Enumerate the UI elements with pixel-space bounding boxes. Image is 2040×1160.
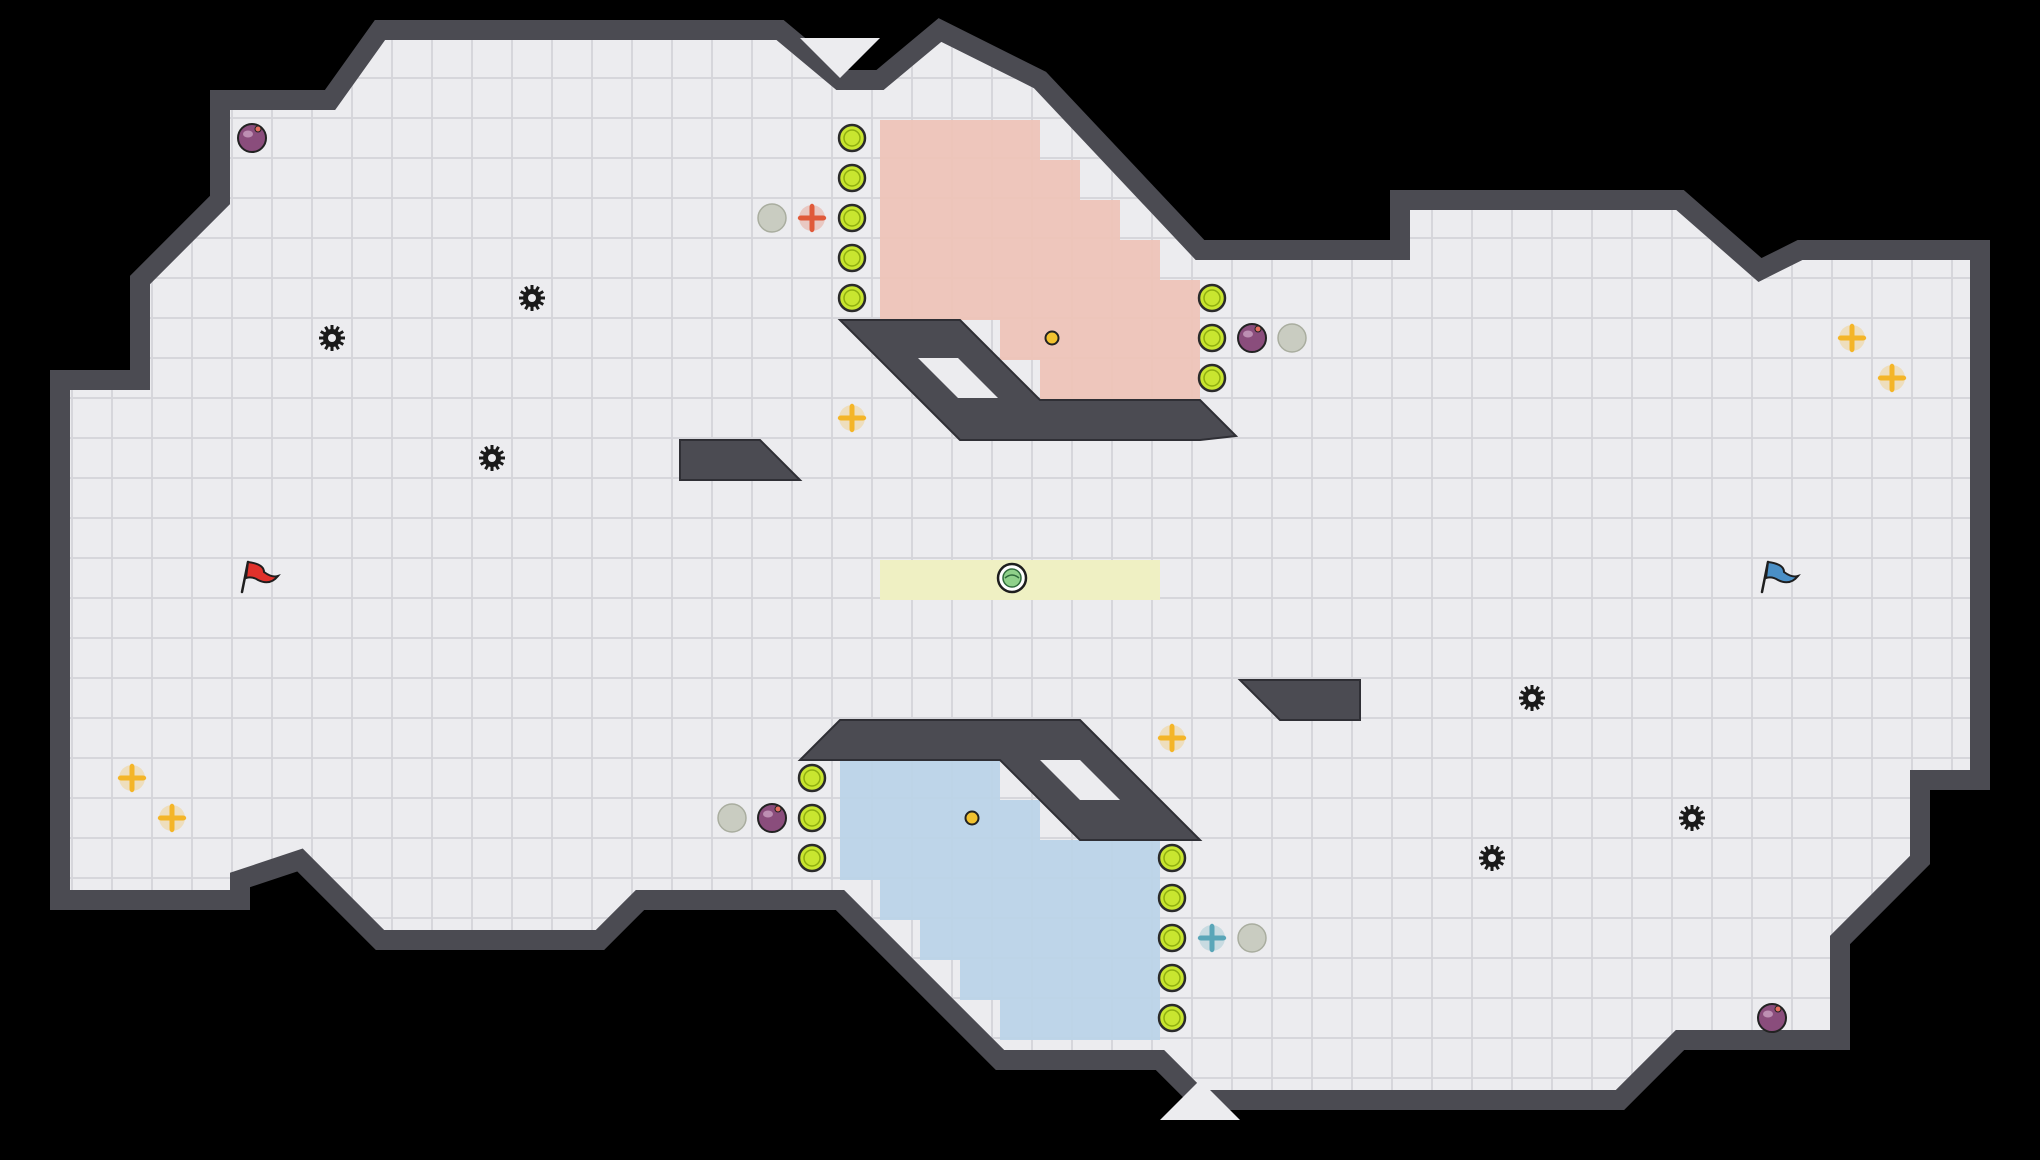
red-team-zone: [880, 120, 1200, 400]
gate-orb: [1157, 843, 1187, 873]
walls: [50, 18, 1990, 1120]
gate-orb: [797, 843, 827, 873]
gate-orb: [837, 203, 867, 233]
outer-wall: [50, 18, 1990, 1110]
empty-powerup-slot: [717, 803, 747, 833]
gate-orb: [1197, 283, 1227, 313]
empty-powerup-slot: [1237, 923, 1267, 953]
red-team-flag-icon[interactable]: [240, 560, 281, 594]
gate-orb: [837, 123, 867, 153]
empty-powerup-slot: [1277, 323, 1307, 353]
gate-orb: [1197, 363, 1227, 393]
gate-orb: [1157, 923, 1187, 953]
boost-pad-icon[interactable]: [1157, 723, 1187, 753]
blue-team-zone: [840, 760, 1160, 1040]
blue-spawn-icon[interactable]: [1197, 923, 1227, 953]
gate-orb: [1197, 323, 1227, 353]
red-spawn-icon[interactable]: [797, 203, 827, 233]
powerup-orb[interactable]: [757, 803, 787, 833]
powerup-orb[interactable]: [1237, 323, 1267, 353]
wall-notch-top: [800, 38, 880, 78]
spike-mine-icon: [319, 325, 345, 351]
boost-pad-icon[interactable]: [837, 403, 867, 433]
empty-powerup-slot: [757, 203, 787, 233]
game-objects[interactable]: [117, 123, 1907, 1033]
spike-mine-icon: [1519, 685, 1545, 711]
wall-block-north: [837, 319, 1239, 441]
wall-slab-east: [1237, 679, 1361, 721]
gate-orb: [1157, 963, 1187, 993]
gate-orb: [837, 243, 867, 273]
powerup-orb[interactable]: [1757, 1003, 1787, 1033]
boost-pad-icon[interactable]: [117, 763, 147, 793]
gate-orb: [837, 163, 867, 193]
spike-mine-icon: [1679, 805, 1705, 831]
bomb-marker: [964, 810, 980, 826]
blue-team-flag-icon[interactable]: [1760, 560, 1801, 594]
spike-mine-icon: [479, 445, 505, 471]
boost-pad-icon[interactable]: [1877, 363, 1907, 393]
boost-pad-icon[interactable]: [1837, 323, 1867, 353]
wall-block-south: [797, 719, 1203, 841]
gate-orb: [837, 283, 867, 313]
wall-notch-bottom: [1160, 1080, 1240, 1120]
wall-slab-west: [679, 439, 803, 481]
wall-notch-south: [1040, 760, 1120, 800]
game-ball[interactable]: [996, 562, 1028, 594]
spike-mine-icon: [519, 285, 545, 311]
gate-orb: [797, 763, 827, 793]
bomb-marker: [1044, 330, 1060, 346]
spike-mine-icon: [1479, 845, 1505, 871]
boost-pad-icon[interactable]: [157, 803, 187, 833]
powerup-orb[interactable]: [237, 123, 267, 153]
gate-orb: [797, 803, 827, 833]
wall-notch-north: [918, 358, 998, 398]
gate-orb: [1157, 1003, 1187, 1033]
gate-orb: [1157, 883, 1187, 913]
